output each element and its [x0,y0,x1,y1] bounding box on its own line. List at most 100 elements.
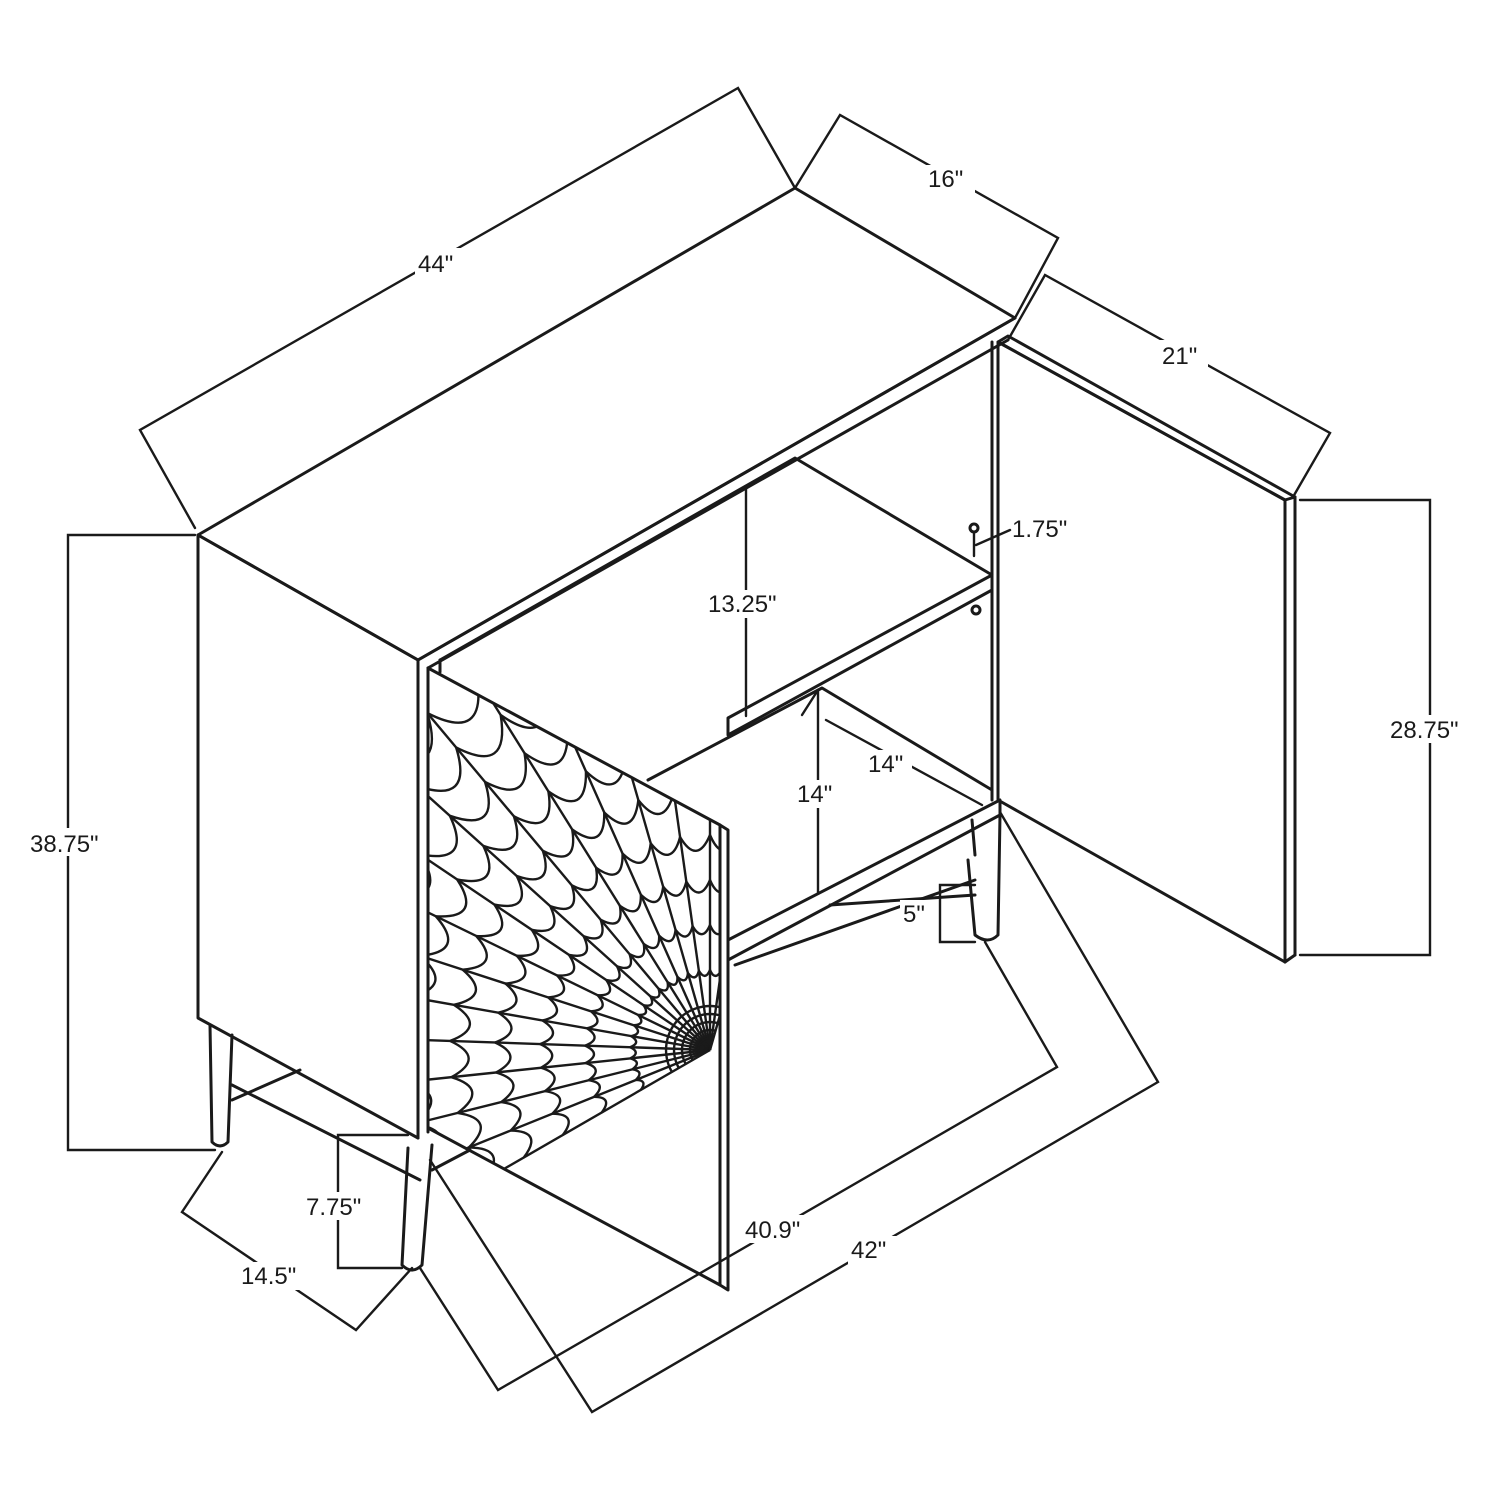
web-thread [689,1040,694,1045]
web-thread [544,1089,562,1115]
leg-front-left [400,1143,434,1272]
web-thread [649,610,710,642]
web-thread [292,857,333,914]
web-thread [676,1029,682,1035]
web-thread [315,981,345,1036]
cabinet-body [196,186,1017,1140]
web-thread [590,994,604,1013]
web-thread [272,1096,307,1156]
web-thread [679,834,712,852]
web-thread [542,829,575,858]
label-upper-shelf: 13.25" [708,591,777,618]
web-thread [619,894,643,913]
web-thread [697,1005,705,1009]
left-door [272,610,819,1292]
web-thread [640,886,665,904]
web-thread [674,925,694,938]
label-inner-depth: 14" [868,751,903,778]
web-thread [698,1021,703,1026]
dim-line-side-depth [180,1150,414,1332]
web-thread [449,781,490,822]
web-thread [531,905,556,933]
web-thread [689,1054,693,1058]
web-thread [694,1014,701,1019]
web-thread [428,747,462,792]
leg-back-left [208,1023,234,1148]
web-thread [456,845,491,883]
web-thread [696,1032,701,1036]
web-thread [653,668,712,686]
web-thread [683,1033,688,1039]
web-thread [327,1146,362,1198]
web-thread [495,1071,515,1103]
web-thread [633,1014,643,1027]
web-thread [673,1038,677,1044]
web-thread [700,1039,704,1043]
web-thread [624,747,669,775]
web-thread [682,1037,686,1042]
web-thread [662,881,688,897]
web-thread [405,1039,427,1082]
web-thread [680,1011,688,1018]
web-thread [689,1043,693,1047]
cabinet-top [196,186,1017,662]
web-thread [428,915,450,957]
label-depth-top: 16" [928,166,963,193]
web-thread [621,843,652,864]
right-door-panel [996,340,1287,964]
web-thread [494,1041,512,1074]
web-thread [691,1006,699,1011]
web-thread [571,867,599,892]
web-thread [672,1019,679,1027]
web-thread [765,659,819,692]
web-thread [674,1033,679,1040]
web-thread [583,919,604,940]
web-thread [616,953,633,970]
web-thread [675,1063,680,1069]
dim-line-width-top [138,86,797,530]
web-thread [708,924,720,936]
web-thread [600,668,657,693]
web-thread [673,1058,678,1064]
web-thread [691,924,712,936]
web-thread [476,903,504,938]
shelf-pin-upper [968,522,980,534]
web-thread [664,1042,668,1049]
dim-line-inner-width [418,940,1059,1392]
web-thread [713,1021,719,1025]
web-thread [697,1044,701,1047]
web-thread [692,1035,697,1040]
web-thread [629,943,646,959]
middle-shelf [726,573,994,737]
web-thread [708,879,720,894]
web-thread [694,1033,698,1038]
web-thread [704,1037,708,1041]
label-lower-shelf: 14" [797,781,832,808]
web-thread [548,974,566,999]
spider-web-pattern [272,610,819,1285]
web-thread [513,791,551,825]
web-thread [714,1013,720,1017]
web-thread [571,812,606,840]
web-thread [451,1076,474,1114]
web-thread [666,744,712,769]
web-thread [676,1015,683,1022]
web-thread [584,1044,596,1065]
label-leg-height: 7.75" [306,1194,361,1221]
interior-back-lower [646,686,994,792]
web-thread [482,816,519,851]
leg-back-right [970,818,977,857]
web-thread [698,1042,702,1046]
web-thread [428,815,459,858]
web-thread [679,1025,685,1031]
web-thread [428,996,430,1041]
web-thread [360,989,387,1038]
web-thread [523,730,569,766]
web-thread [516,850,547,881]
web-thread [703,1037,706,1041]
web-thread [632,1068,641,1081]
stretcher-right [733,878,977,967]
web-thread [685,1030,691,1036]
dim-line-door-depth [1006,273,1332,499]
